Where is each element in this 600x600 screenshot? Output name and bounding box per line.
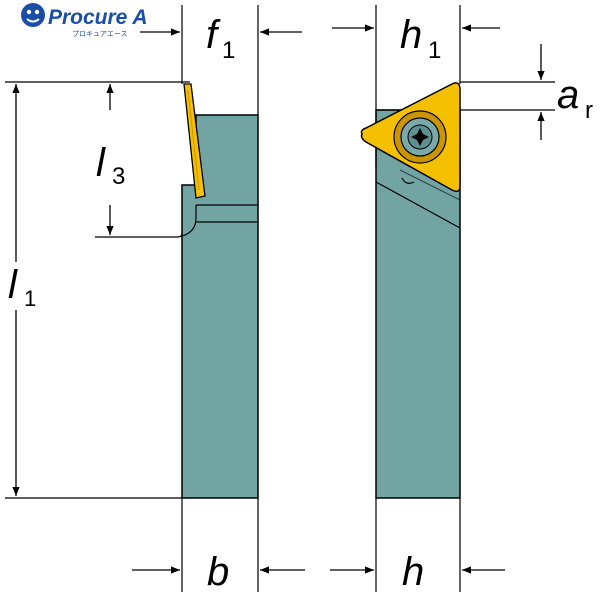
procure-a-logo: Procure A プロキュアエース	[21, 3, 148, 38]
logo-tagline: プロキュアエース	[72, 30, 128, 38]
dim-h1: h 1	[332, 13, 500, 64]
dim-ar: a r	[460, 44, 593, 140]
label-ar-sub: r	[585, 97, 593, 124]
side-view-insert	[183, 83, 206, 199]
dim-f1: f 1	[140, 13, 302, 64]
dim-l3: l 3	[96, 84, 125, 235]
label-l1-main: l	[8, 263, 18, 307]
label-l3-sub: 3	[112, 163, 125, 190]
side-view	[5, 81, 259, 499]
label-l1-sub: 1	[24, 286, 36, 311]
logo-mascot-icon	[21, 3, 45, 27]
dim-h: h	[330, 550, 505, 594]
label-h1-main: h	[400, 13, 422, 57]
label-h1-sub: 1	[428, 37, 441, 64]
label-f1-main: f	[206, 13, 221, 57]
label-h: h	[402, 550, 424, 594]
dim-l1: l 1	[4, 84, 46, 496]
label-f1-sub: 1	[222, 37, 235, 64]
dim-b: b	[132, 550, 305, 594]
label-ar-main: a	[557, 73, 579, 117]
label-b: b	[207, 550, 229, 594]
logo-brand: Procure A	[48, 6, 148, 29]
front-view	[360, 82, 461, 499]
label-l3-main: l	[96, 141, 106, 185]
